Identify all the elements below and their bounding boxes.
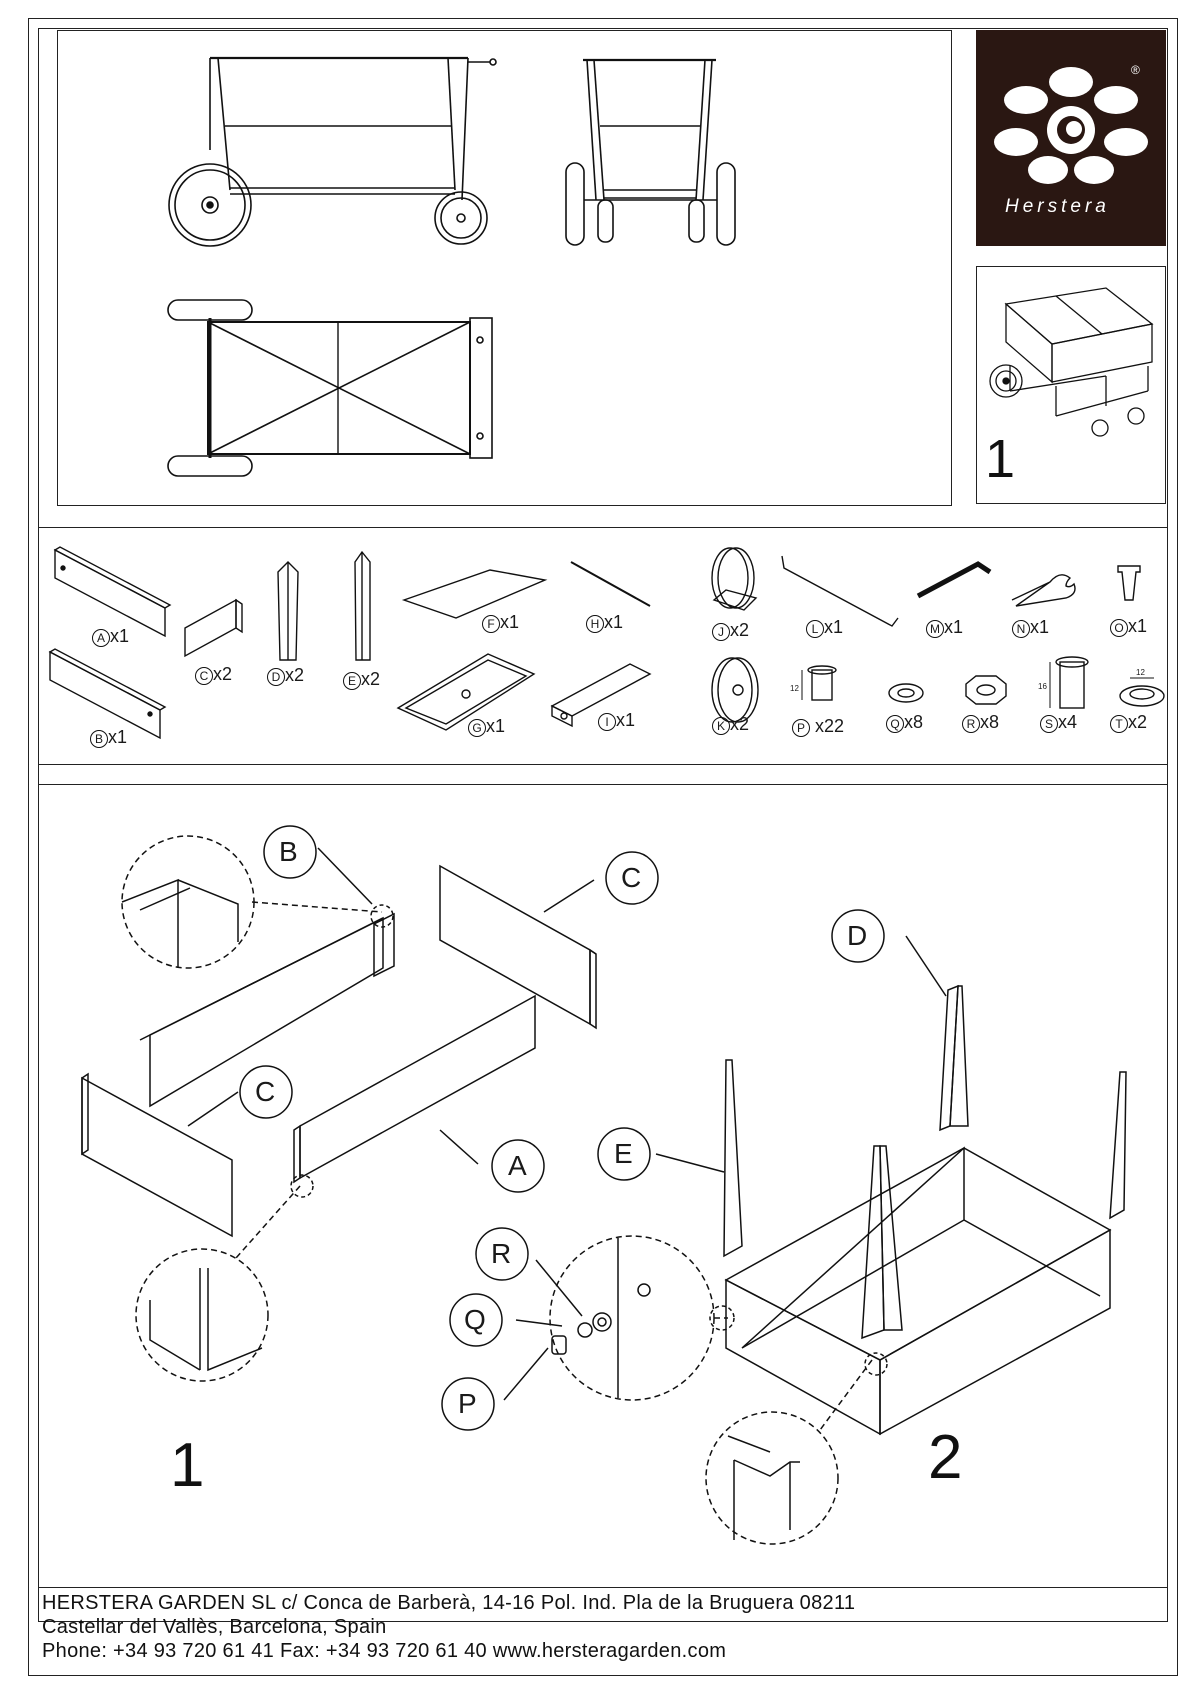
assembly-drawings (81, 825, 1127, 1545)
footer-contact-line: Phone: +34 93 720 61 41 Fax: +34 93 720 … (42, 1640, 727, 1662)
callout-C-left: C (255, 1076, 276, 1107)
views-panel (57, 30, 952, 506)
callout-C-top: C (621, 862, 642, 893)
callout-A: A (508, 1150, 527, 1181)
overview-panel (976, 266, 1166, 504)
footer-address-line2: Castellar del Vallès, Barcelona, Spain (42, 1616, 387, 1638)
callout-E: E (614, 1138, 633, 1169)
assembly-step-2: 2 (928, 1423, 963, 1492)
callout-P: P (458, 1388, 477, 1419)
registered-mark: ® (1131, 63, 1140, 77)
parts-drawings (48, 546, 1165, 740)
assembly-step-1: 1 (170, 1431, 205, 1500)
part-label-P: P x22 (792, 716, 844, 737)
brand-name: Herstera (1005, 196, 1110, 217)
flower-logo-icon (994, 67, 1148, 184)
callout-Q: Q (464, 1304, 486, 1335)
part-dim-P: 12 (790, 684, 799, 693)
callout-R: R (491, 1238, 512, 1269)
footer-address-line1: HERSTERA GARDEN SL c/ Conca de Barberà, … (42, 1592, 856, 1614)
cart-side-view (167, 56, 736, 477)
assembly-panel (38, 784, 1168, 1588)
cart-perspective-icon (989, 287, 1154, 437)
overview-step-number: 1 (985, 429, 1016, 489)
page-border (28, 18, 1178, 1676)
part-dim-S: 16 (1038, 682, 1047, 691)
parts-panel (38, 527, 1168, 765)
part-dim-T: 12 (1136, 668, 1145, 677)
callout-D: D (847, 920, 868, 951)
callout-B: B (279, 836, 298, 867)
